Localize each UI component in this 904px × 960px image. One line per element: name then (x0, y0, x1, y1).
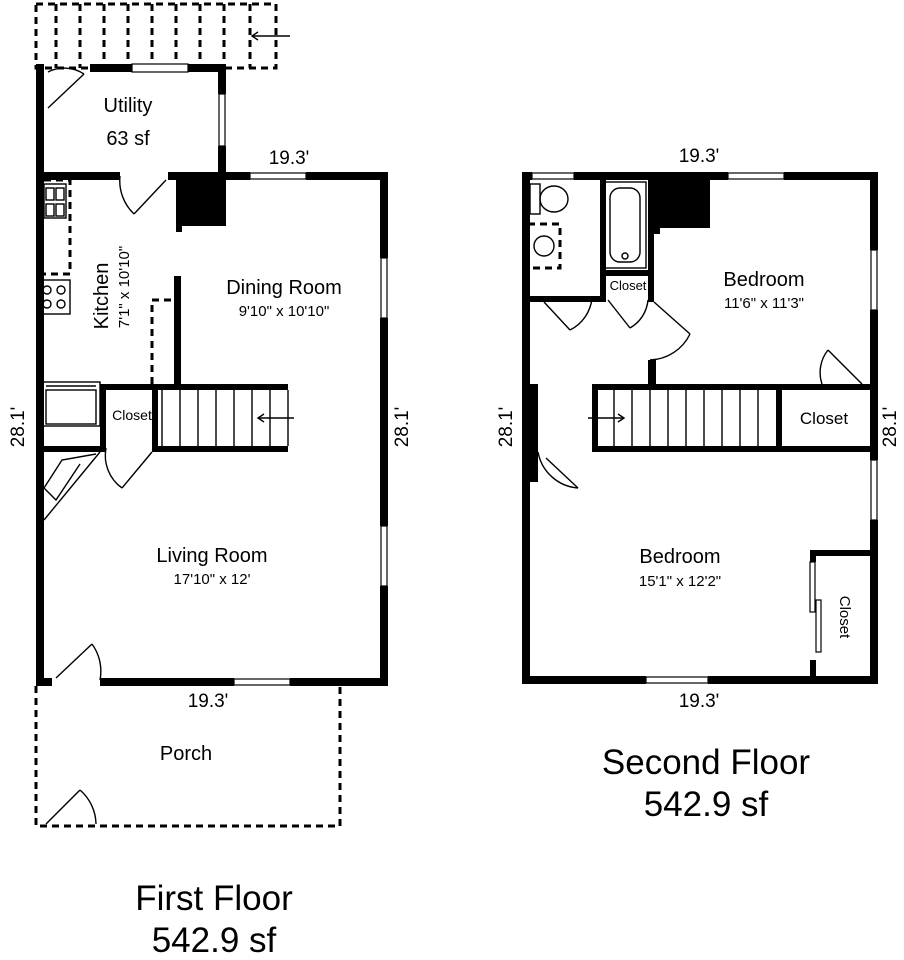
closet-stair-name: Closet (800, 409, 848, 428)
utility-walls (36, 63, 226, 176)
dimension-right-2: 28.1' (880, 407, 901, 448)
second-floor-doors (537, 297, 863, 489)
dimension-right: 28.1' (392, 407, 413, 448)
dimension-left: 28.1' (8, 407, 29, 448)
second-floor-labels: Closet Bedroom 11'6" x 11'3" Closet Bedr… (496, 146, 901, 824)
chimney-2 (654, 180, 710, 234)
washer-icon (41, 381, 101, 427)
utility-size: 63 sf (106, 128, 150, 150)
bedroom-upper-size: 11'6" x 11'3" (724, 295, 804, 312)
chimney (176, 176, 226, 232)
kitchen-size: 7'1" x 10'10" (116, 246, 133, 328)
second-floor-interior-walls (592, 360, 878, 684)
living-room-name: Living Room (156, 545, 267, 567)
closet-right-name: Closet (836, 596, 853, 639)
bedroom-upper-name: Bedroom (723, 269, 804, 291)
dimension-left-2: 28.1' (496, 407, 517, 448)
kitchen-name: Kitchen (91, 263, 113, 330)
dimension-top: 19.3' (269, 148, 310, 169)
dimension-bottom-2: 19.3' (679, 691, 720, 712)
dimension-bottom: 19.3' (188, 691, 229, 712)
bedroom-lower-name: Bedroom (639, 546, 720, 568)
bedroom-lower-size: 15'1" x 12'2" (639, 573, 721, 590)
closet-name: Closet (112, 407, 152, 423)
interior-stairs (161, 390, 294, 446)
interior-stairs-2 (588, 390, 759, 446)
kitchen-counter (37, 178, 72, 315)
closet-sliding-doors (809, 561, 822, 653)
closet-bath-name: Closet (610, 278, 647, 293)
first-floor-plan: Utility 63 sf Kitchen 7'1" x 10'10" Dini… (8, 2, 413, 960)
second-floor-plan: Closet Bedroom 11'6" x 11'3" Closet Bedr… (496, 146, 901, 824)
bathroom-fixtures (526, 180, 654, 302)
dining-room-name: Dining Room (226, 277, 342, 299)
first-floor-exterior-walls (36, 172, 388, 686)
porch-outline (34, 686, 342, 828)
dimension-top-2: 19.3' (679, 146, 720, 167)
first-floor-interior-walls (36, 276, 288, 452)
second-floor-area: 542.9 sf (644, 785, 769, 824)
first-floor-area: 542.9 sf (152, 921, 277, 960)
second-floor-exterior-walls (522, 172, 878, 684)
living-room-size: 17'10" x 12' (174, 571, 251, 588)
second-floor-title: Second Floor (602, 743, 811, 782)
first-floor-title: First Floor (135, 879, 293, 918)
first-floor-doors (45, 67, 167, 825)
first-floor-labels: Utility 63 sf Kitchen 7'1" x 10'10" Dini… (8, 95, 413, 960)
dining-room-size: 9'10" x 10'10" (239, 303, 330, 320)
fireplace-icon (43, 451, 101, 521)
porch-name: Porch (160, 743, 212, 765)
back-stairs (34, 2, 290, 70)
utility-name: Utility (104, 95, 153, 117)
